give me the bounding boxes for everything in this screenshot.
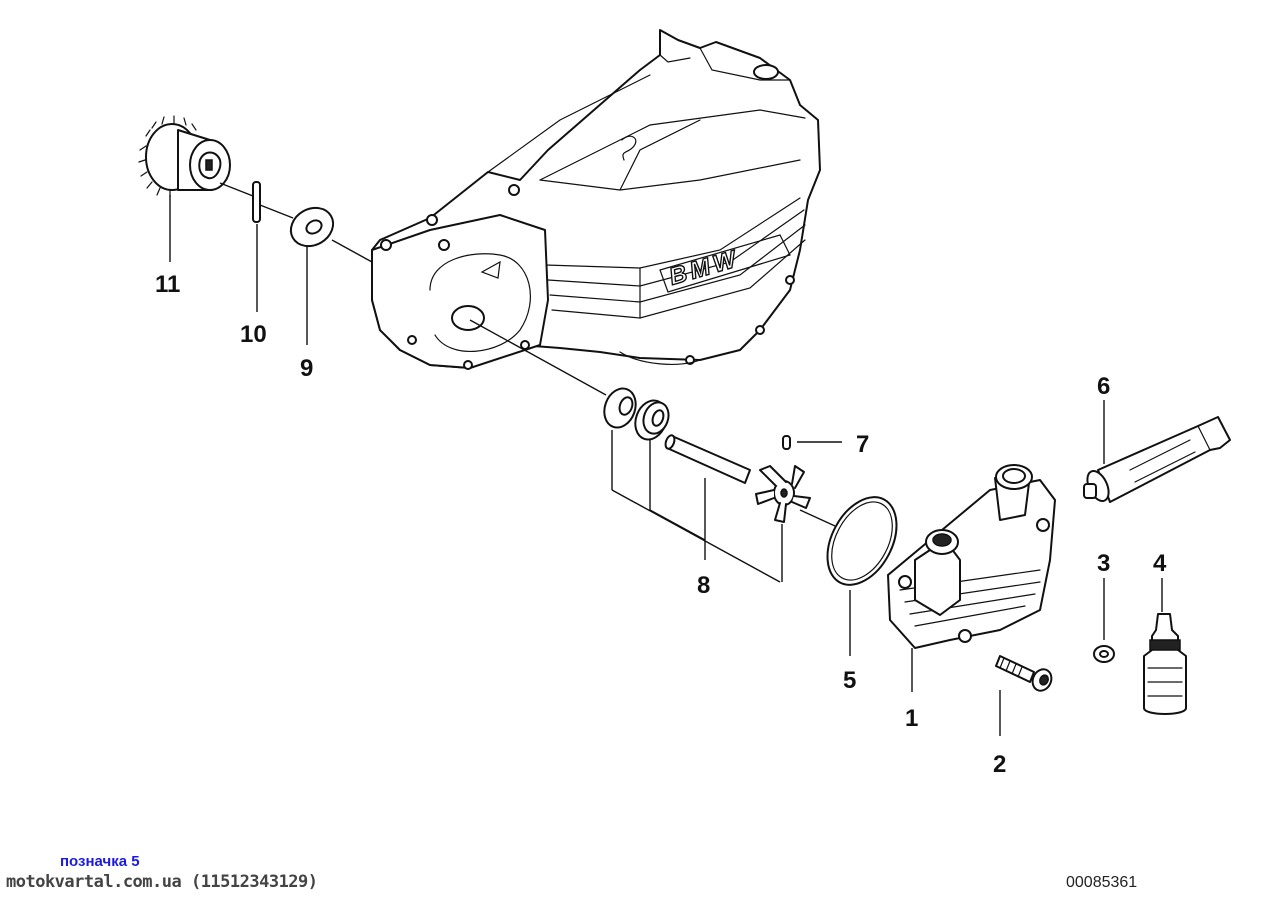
roll-pin-part[interactable] [782,435,791,450]
gearbox-housing: BMW [371,29,821,370]
callout-10: 10 [240,321,267,348]
callout-9: 9 [300,355,313,382]
bearing-part[interactable] [630,396,673,444]
small-washer-part[interactable] [1093,645,1115,663]
pin-part[interactable] [252,181,261,223]
callout-7: 7 [856,431,869,458]
gear-part[interactable] [138,115,231,198]
source-link[interactable]: motokvartal.com.ua (11512343129) [6,872,318,892]
pump-cover-part[interactable] [887,464,1056,649]
callout-11: 11 [155,271,180,298]
caption-title: позначка 5 [60,853,140,870]
o-ring-part[interactable] [813,485,910,596]
bolt-part[interactable] [995,655,1055,694]
callout-5: 5 [843,667,856,694]
diagram-code: 00085361 [1066,874,1138,891]
callout-4: 4 [1153,550,1167,577]
shaft-part[interactable] [664,434,751,484]
callout-8: 8 [697,572,710,599]
callout-2: 2 [993,751,1006,778]
adhesive-bottle-part[interactable] [1143,613,1187,715]
seal-ring-part[interactable] [599,384,641,432]
callout-6: 6 [1097,373,1110,400]
callout-3: 3 [1097,550,1110,577]
washer-part[interactable] [284,200,340,253]
callout-labels: 1 2 3 4 5 6 7 8 9 10 11 [155,271,1167,778]
leader-lines [169,182,1163,736]
callout-1: 1 [905,705,918,732]
sealant-tube-part[interactable] [1083,416,1231,504]
impeller-part[interactable] [755,465,811,523]
